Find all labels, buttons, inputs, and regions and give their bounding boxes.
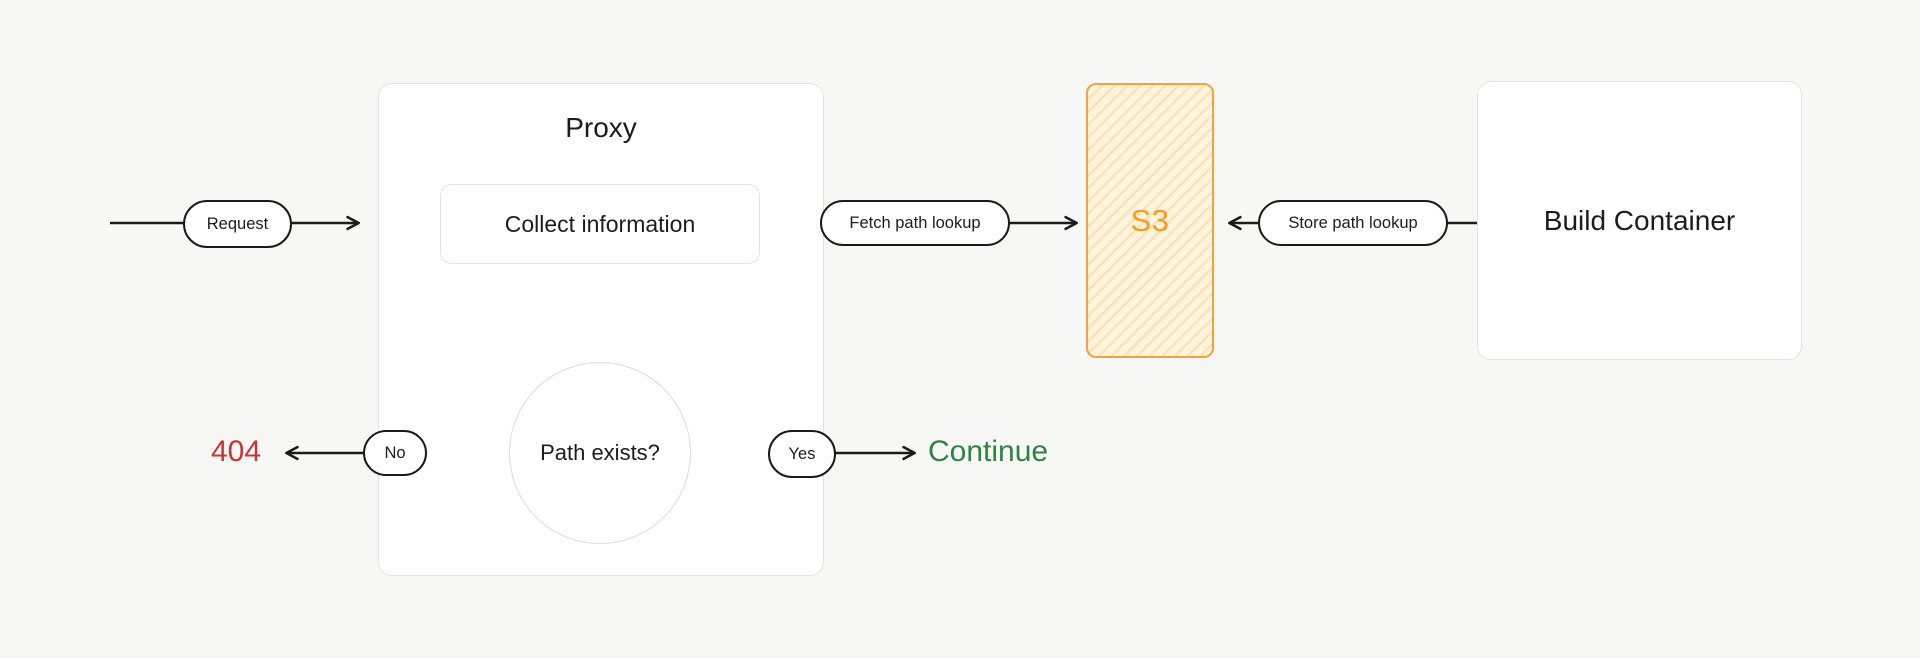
yes-pill-label: Yes — [788, 444, 816, 463]
request-pill-label: Request — [206, 214, 269, 233]
path-exists-label: Path exists? — [540, 440, 660, 465]
request-pill: Request — [183, 200, 292, 248]
fetch-path-lookup-pill: Fetch path lookup — [820, 200, 1010, 246]
fetch-path-lookup-pill-label: Fetch path lookup — [849, 213, 981, 232]
collect-information-label: Collect information — [504, 210, 696, 237]
outcome-404: 404 — [211, 434, 262, 468]
path-exists-decision: Path exists? — [509, 362, 691, 544]
build-container-box: Build Container — [1477, 81, 1802, 360]
collect-information-box: Collect information — [440, 184, 760, 264]
s3-box: S3 — [1086, 83, 1214, 358]
no-pill: No — [363, 430, 427, 476]
build-container-label: Build Container — [1543, 204, 1736, 236]
no-pill-label: No — [384, 443, 406, 462]
outcome-continue: Continue — [928, 434, 1049, 468]
store-path-lookup-pill-label: Store path lookup — [1288, 213, 1418, 232]
store-path-lookup-pill: Store path lookup — [1258, 200, 1448, 246]
yes-pill: Yes — [768, 430, 836, 478]
s3-label: S3 — [1130, 202, 1170, 238]
proxy-title: Proxy — [565, 112, 637, 143]
